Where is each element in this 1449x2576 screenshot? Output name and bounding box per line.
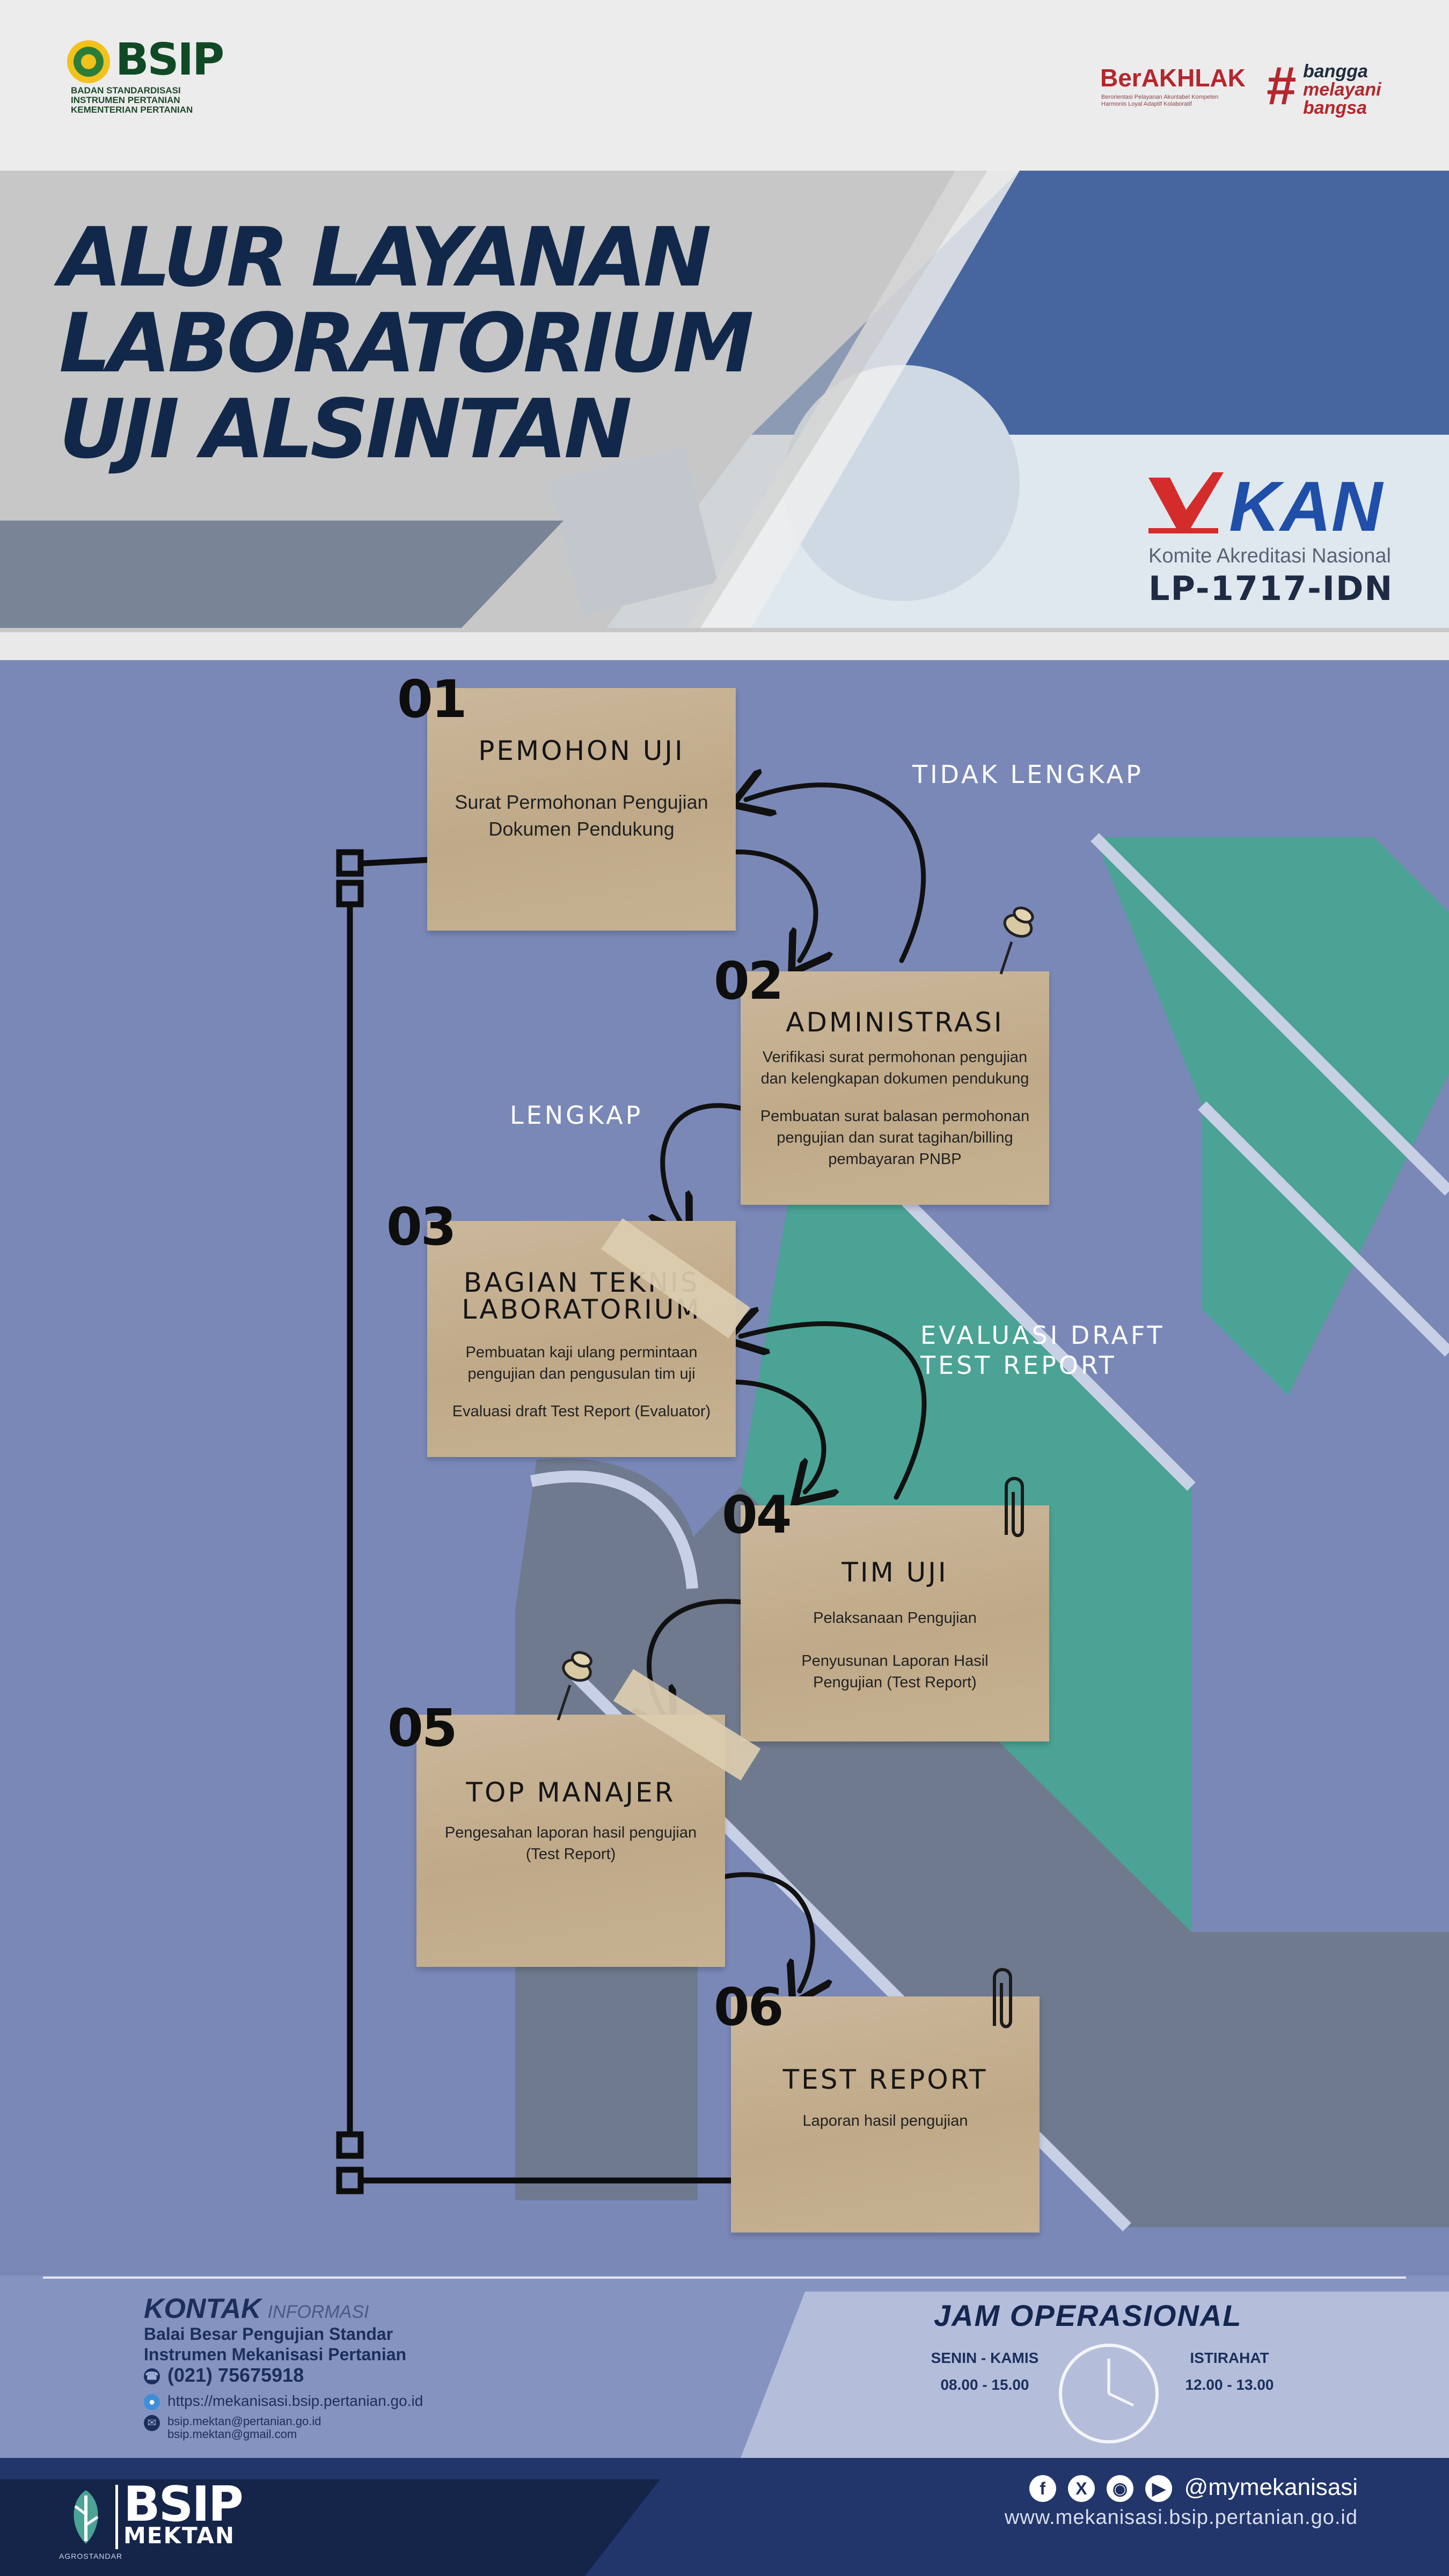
hours-break-time: 12.00 - 13.00	[1185, 2376, 1274, 2393]
step-title: TOP MANAJER	[466, 1777, 676, 1808]
contact-website[interactable]: ●https://mekanisasi.bsip.pertanian.go.id	[144, 2392, 423, 2410]
bangga-words: bangga melayani bangsa	[1303, 61, 1381, 118]
paperclip-icon	[1005, 1477, 1024, 1538]
step-description: Pembuatan kaji ulang permintaan pengujia…	[452, 1344, 711, 1420]
pushpin-icon	[999, 906, 1034, 975]
step-title: ADMINISTRASI	[786, 1007, 1004, 1038]
pushpin-icon	[557, 1651, 592, 1721]
hash-mark: #	[1267, 56, 1297, 116]
branch-label-lengkap: LENGKAP	[510, 1101, 643, 1130]
footer-logo-subtext: MEKTAN	[123, 2522, 236, 2549]
footer-logo-tag: AGROSTANDAR	[59, 2552, 123, 2560]
step-number-05: 05	[387, 1698, 458, 1758]
step-card-05: TOP MANAJER Pengesahan laporan hasil pen…	[416, 1715, 725, 1967]
step-card-01: PEMOHON UJI Surat Permohonan Pengujian D…	[427, 688, 736, 931]
arrow-02-03	[663, 1103, 754, 1224]
branch-label-tidak-lengkap: TIDAK LENGKAP	[912, 760, 1144, 789]
agrostandar-leaf-icon	[74, 2490, 99, 2544]
contact-organization: Balai Besar Pengujian Standar Instrumen …	[144, 2324, 407, 2364]
kan-logo-text: KAN	[1229, 467, 1382, 546]
branch-label-evaluasi: EVALUASI DRAFT TEST REPORT	[920, 1321, 1165, 1380]
step-title: PEMOHON UJI	[478, 735, 685, 766]
berakhlak-tagline: Berorientasi Pelayanan Akuntabel Kompete…	[1101, 94, 1219, 107]
hours-break-label: ISTIRAHAT	[1190, 2350, 1269, 2366]
hours-title: JAM OPERASIONAL	[934, 2299, 1242, 2332]
hours-days-label: SENIN - KAMIS	[931, 2350, 1039, 2366]
phone-icon: ☎	[144, 2368, 160, 2385]
footer-website[interactable]: www.mekanisasi.bsip.pertanian.go.id	[1004, 2506, 1358, 2529]
social-media-row: f X ◉ ▶ @mymekanisasi	[1029, 2474, 1358, 2502]
paperclip-icon	[993, 1968, 1012, 2029]
bsip-logo-text: BSIP	[115, 34, 224, 85]
step-description: Surat Permohonan Pengujian Dokumen Pendu…	[455, 791, 708, 840]
hours-days-time: 08.00 - 15.00	[940, 2376, 1029, 2393]
mail-icon: ✉	[144, 2415, 160, 2431]
step-description: Laporan hasil pengujian	[802, 2112, 968, 2129]
step-title: TEST REPORT	[782, 2064, 988, 2095]
x-icon[interactable]: X	[1067, 2475, 1095, 2502]
return-bracket	[336, 845, 760, 2194]
step-number-04: 04	[722, 1485, 792, 1545]
step-title: TIM UJI	[841, 1557, 948, 1588]
step-number-03: 03	[386, 1197, 457, 1257]
bsip-emblem-icon	[67, 40, 110, 83]
kan-subtitle: Komite Akreditasi Nasional	[1148, 545, 1391, 567]
globe-icon: ●	[144, 2394, 160, 2410]
berakhlak-logo: BerAKHLAK	[1100, 64, 1246, 92]
instagram-icon[interactable]: ◉	[1107, 2475, 1134, 2502]
footer-logo-text: BSIP	[123, 2476, 244, 2533]
social-handle[interactable]: @mymekanisasi	[1184, 2474, 1358, 2500]
page-title: ALUR LAYANAN LABORATORIUM UJI ALSINTAN	[59, 210, 754, 477]
step-description: Pelaksanaan Pengujian Penyusunan Laporan…	[801, 1609, 989, 1691]
youtube-icon[interactable]: ▶	[1145, 2475, 1173, 2502]
kan-checkmark-icon	[1148, 472, 1224, 533]
facebook-icon[interactable]: f	[1029, 2475, 1056, 2502]
arrow-evaluasi	[741, 1323, 927, 1500]
contact-emails[interactable]: ✉ bsip.mektan@pertanian.go.id bsip.mekta…	[144, 2415, 321, 2441]
arrow-01-02	[716, 849, 816, 961]
step-card-06: TEST REPORT Laporan hasil pengujian	[731, 1996, 1040, 2233]
contact-phone[interactable]: ☎(021) 75675918	[144, 2364, 304, 2387]
accreditation-code: LP-1717-IDN	[1148, 569, 1394, 608]
bsip-logo-subtitle: BADAN STANDARDISASI INSTRUMEN PERTANIAN …	[71, 85, 193, 115]
step-card-02: ADMINISTRASI Verifikasi surat permohonan…	[741, 971, 1049, 1205]
arrow-03-04	[722, 1379, 824, 1492]
step-card-03: BAGIAN TEKNIS LABORATORIUM Pembuatan kaj…	[427, 1221, 736, 1457]
step-number-01: 01	[397, 669, 467, 729]
step-number-06: 06	[714, 1977, 784, 2037]
step-description: Pengesahan laporan hasil pengujian (Test…	[444, 1824, 697, 1863]
step-description: Verifikasi surat permohonan pengujian da…	[760, 1049, 1030, 1168]
step-number-02: 02	[714, 951, 784, 1011]
arrow-tidak-lengkap	[746, 785, 926, 963]
step-card-04: TIM UJI Pelaksanaan Pengujian Penyusunan…	[741, 1505, 1049, 1741]
arrow-05-06	[714, 1872, 813, 1991]
